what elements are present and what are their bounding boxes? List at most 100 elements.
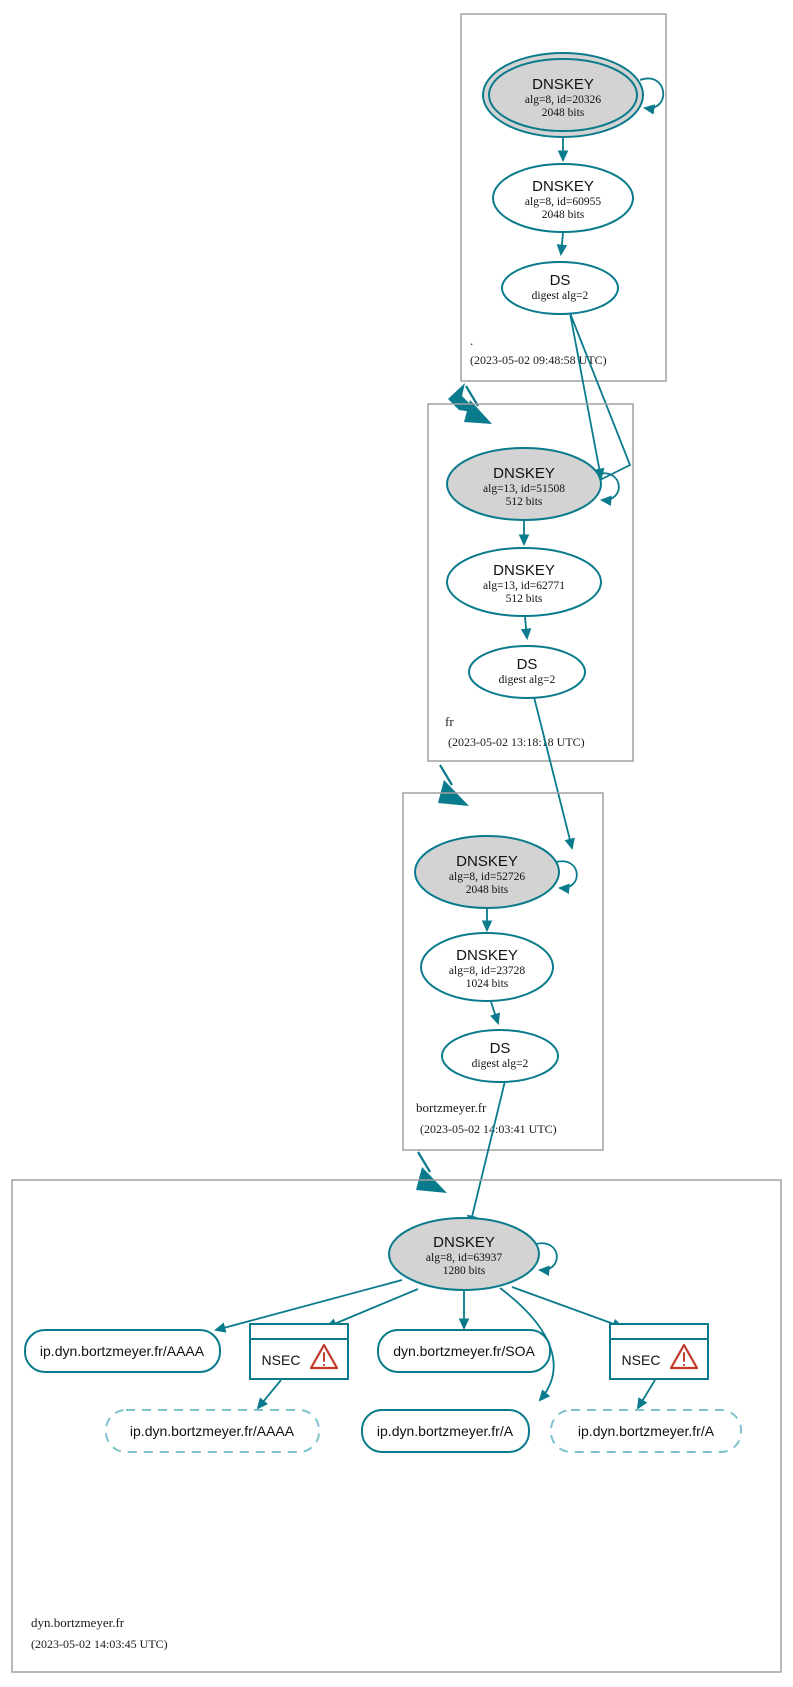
record-rr-soa[interactable]: dyn.bortzmeyer.fr/SOA [377,1329,551,1373]
zone-bortzmeyer-timestamp: (2023-05-02 14:03:41 UTC) [420,1122,557,1136]
root-zsk-line1: alg=8, id=60955 [525,196,601,208]
fr-ksk-line1: alg=13, id=51508 [483,483,565,495]
zone-bortzmeyer-border [402,792,604,1151]
root-ksk-inner-ellipse [488,58,638,132]
bz-zsk-title: DNSKEY [456,947,518,964]
fr-ksk-line2: 512 bits [506,496,543,508]
zone-fr-border [427,403,634,762]
record-leaf-a-secure[interactable]: ip.dyn.bortzmeyer.fr/A [361,1409,530,1453]
bz-ds-title: DS [490,1040,511,1057]
node-dyn-key[interactable]: DNSKEY alg=8, id=63937 1280 bits [388,1217,558,1291]
node-bz-zsk[interactable]: DNSKEY alg=8, id=23728 1024 bits [420,932,554,1002]
root-zsk-title: DNSKEY [532,178,594,195]
root-ksk-self-sign-loop [639,77,665,115]
nsec-left-header-bar [249,1323,349,1340]
leaf-a-dashed-box [550,1409,742,1453]
record-nsec-left[interactable]: NSEC [249,1323,349,1380]
warning-triangle-icon [309,1343,339,1370]
zone-dyn-timestamp: (2023-05-02 14:03:45 UTC) [31,1637,168,1651]
fr-zsk-line2: 512 bits [506,593,543,605]
node-root-zsk[interactable]: DNSKEY alg=8, id=60955 2048 bits [492,163,634,233]
zone-root-label: . [470,333,473,348]
root-zsk-line2: 2048 bits [542,209,585,221]
edge-dyn-key-to-rr-aaaa [213,1279,403,1333]
edge-root-ds-to-fr-ksk-line [569,312,605,481]
edge-bz-ds-to-dyn-key [467,1080,506,1228]
delegation-arrow-fr-to-bortzmeyer [438,764,469,806]
edge-fr-ds-to-bz-ksk [533,696,575,851]
node-bz-ds[interactable]: DS digest alg=2 [441,1029,559,1083]
zone-dyn: DNSKEY alg=8, id=63937 1280 bits ip.dyn.… [11,1179,782,1673]
node-fr-ds[interactable]: DS digest alg=2 [468,645,586,699]
edge-fr-zsk-to-ds [520,616,532,641]
leaf-a-dashed-label: ip.dyn.bortzmeyer.fr/A [578,1423,715,1439]
fr-zsk-ellipse [446,547,602,617]
root-zsk-ellipse [492,163,634,233]
edge-nsec-left-to-leaf-aaaa [256,1379,282,1410]
rr-soa-box [377,1329,551,1373]
zone-bortzmeyer: DNSKEY alg=8, id=52726 2048 bits DNSKEY … [402,792,604,1151]
zone-fr-label: fr [445,714,454,729]
node-root-ksk[interactable]: DNSKEY alg=8, id=20326 2048 bits [482,52,665,138]
leaf-a-secure-label: ip.dyn.bortzmeyer.fr/A [377,1423,514,1439]
dyn-key-ellipse [388,1217,540,1291]
root-ds-ellipse [501,261,619,315]
bz-zsk-line1: alg=8, id=23728 [449,965,525,977]
fr-ksk-self-sign-loop [597,472,620,507]
zone-root: DNSKEY alg=8, id=20326 2048 bits DNSKEY … [460,13,667,382]
record-leaf-a-dashed[interactable]: ip.dyn.bortzmeyer.fr/A [550,1409,742,1453]
root-ksk-title: DNSKEY [532,76,594,93]
record-rr-aaaa-secure[interactable]: ip.dyn.bortzmeyer.fr/AAAA [24,1329,221,1373]
rr-aaaa-secure-label: ip.dyn.bortzmeyer.fr/AAAA [40,1343,205,1359]
dyn-key-line1: alg=8, id=63937 [426,1252,502,1264]
nsec-right-header-bar [609,1323,709,1340]
fr-ds-ellipse [468,645,586,699]
zone-bortzmeyer-label: bortzmeyer.fr [416,1100,487,1115]
zone-dyn-label: dyn.bortzmeyer.fr [31,1615,125,1630]
root-ds-line1: digest alg=2 [532,290,589,302]
rr-soa-label: dyn.bortzmeyer.fr/SOA [393,1343,535,1359]
nsec-left-label: NSEC [262,1352,301,1368]
bz-zsk-line2: 1024 bits [466,978,509,990]
fr-zsk-line1: alg=13, id=62771 [483,580,565,592]
dyn-key-title: DNSKEY [433,1234,495,1251]
bz-ksk-self-sign-loop [555,860,578,895]
fr-ds-line1: digest alg=2 [499,674,556,686]
edge-dyn-key-to-nsec-left [325,1288,419,1329]
dyn-key-line2: 1280 bits [443,1265,486,1277]
bz-ds-line1: digest alg=2 [472,1058,529,1070]
rr-aaaa-secure-box [24,1329,221,1373]
root-ksk-line1: alg=8, id=20326 [525,94,601,106]
fr-ksk-ellipse [446,447,602,521]
zone-dyn-border [11,1179,782,1673]
bz-zsk-ellipse [420,932,554,1002]
bz-ksk-title: DNSKEY [456,853,518,870]
zone-fr: DNSKEY alg=13, id=51508 512 bits DNSKEY … [427,403,634,762]
edge-nsec-right-to-leaf-a-dashed [636,1379,656,1410]
root-ds-title: DS [550,272,571,289]
edge-bz-zsk-to-ds [490,1001,500,1025]
leaf-aaaa-box [105,1409,320,1453]
record-nsec-right[interactable]: NSEC [609,1323,709,1380]
fr-zsk-title: DNSKEY [493,562,555,579]
dyn-key-self-sign-loop [535,1242,558,1277]
warning-triangle-icon [669,1343,699,1370]
node-fr-zsk[interactable]: DNSKEY alg=13, id=62771 512 bits [446,547,602,617]
delegation-arrow-bortzmeyer-to-dyn [416,1151,447,1193]
fr-ds-title: DS [517,656,538,673]
leaf-aaaa-label: ip.dyn.bortzmeyer.fr/AAAA [130,1423,295,1439]
leaf-a-secure-box [361,1409,530,1453]
record-leaf-aaaa[interactable]: ip.dyn.bortzmeyer.fr/AAAA [105,1409,320,1453]
node-bz-ksk[interactable]: DNSKEY alg=8, id=52726 2048 bits [414,835,578,909]
bz-ksk-line2: 2048 bits [466,884,509,896]
node-fr-ksk[interactable]: DNSKEY alg=13, id=51508 512 bits [446,447,620,521]
edge-root-ds-to-fr-ksk [569,312,632,481]
root-ksk-line2: 2048 bits [542,107,585,119]
edge-dyn-key-to-nsec-right [511,1286,624,1329]
bz-ksk-ellipse [414,835,560,909]
zone-fr-timestamp: (2023-05-02 13:18:18 UTC) [448,735,585,749]
bz-ksk-line1: alg=8, id=52726 [449,871,525,883]
node-root-ds[interactable]: DS digest alg=2 [501,261,619,315]
nsec-right-label: NSEC [622,1352,661,1368]
